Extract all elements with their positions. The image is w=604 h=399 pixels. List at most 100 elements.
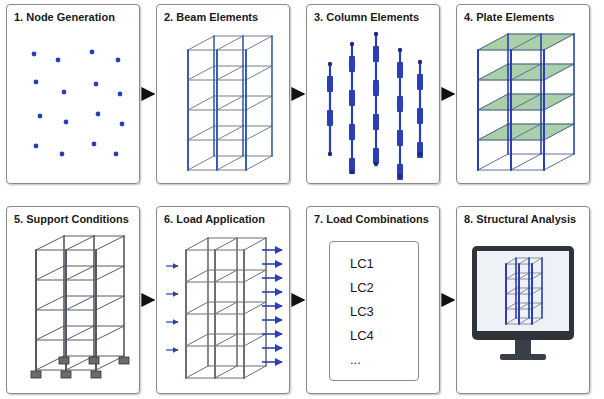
drawing-stroke bbox=[186, 302, 208, 314]
node-dot bbox=[398, 174, 402, 178]
drawing-stroke bbox=[215, 270, 237, 282]
drawing-stroke bbox=[96, 266, 124, 280]
column-segment bbox=[417, 142, 423, 158]
node-dot bbox=[62, 90, 67, 95]
floor-slab bbox=[478, 94, 574, 110]
drawing-stroke bbox=[217, 96, 243, 110]
node-dot bbox=[96, 112, 101, 117]
drawing-stroke bbox=[36, 296, 64, 310]
drawing-stroke bbox=[244, 302, 266, 314]
node-dot bbox=[118, 92, 123, 97]
step-panel: 4. Plate Elements bbox=[456, 4, 590, 184]
monitor-body bbox=[472, 246, 574, 340]
floor-slab bbox=[478, 124, 574, 140]
drawing-stroke bbox=[207, 238, 209, 366]
node-dot bbox=[90, 50, 95, 55]
drawing-stroke bbox=[511, 94, 541, 110]
node-dot bbox=[34, 80, 39, 85]
drawing-stroke bbox=[35, 250, 37, 370]
drawing-stroke bbox=[245, 50, 247, 170]
drawing-stroke bbox=[187, 50, 189, 170]
node-dot bbox=[114, 152, 119, 157]
node-dot bbox=[120, 122, 125, 127]
drawing-stroke bbox=[96, 236, 124, 250]
drawing-stroke bbox=[96, 296, 124, 310]
node-dot bbox=[38, 114, 43, 119]
node-dot bbox=[64, 120, 69, 125]
column-segment bbox=[327, 110, 333, 126]
drawing-stroke bbox=[511, 34, 541, 50]
monitor-stand bbox=[515, 340, 531, 354]
drawing-stroke bbox=[532, 258, 542, 264]
node-dot bbox=[92, 142, 97, 147]
drawing-stroke bbox=[540, 34, 542, 154]
drawing-stroke bbox=[66, 266, 94, 280]
support-block bbox=[89, 357, 99, 364]
load-combination: ... bbox=[350, 348, 418, 372]
drawing-stroke bbox=[244, 238, 266, 250]
drawing-stroke bbox=[519, 273, 529, 279]
drawing-stroke bbox=[36, 326, 64, 340]
flow-arrow bbox=[142, 93, 154, 95]
column-segment bbox=[417, 108, 423, 124]
node-dot bbox=[398, 48, 402, 52]
drawing-stroke bbox=[506, 258, 516, 264]
drawing-stroke bbox=[63, 236, 65, 356]
drawing-stroke bbox=[215, 302, 237, 314]
load-combination: LC1 bbox=[350, 252, 418, 276]
drawing-stroke bbox=[541, 258, 543, 318]
drawing-stroke bbox=[244, 366, 266, 378]
column-segment bbox=[373, 148, 379, 164]
drawing-stroke bbox=[478, 64, 508, 80]
drawing-stroke bbox=[531, 264, 533, 324]
drawing-stroke bbox=[478, 34, 508, 50]
drawing-stroke bbox=[123, 236, 125, 356]
node-dot bbox=[94, 82, 99, 87]
node-dot bbox=[374, 162, 378, 166]
drawing-stroke bbox=[271, 36, 273, 156]
drawing-stroke bbox=[506, 288, 516, 294]
step-title: 5. Support Conditions bbox=[14, 213, 129, 225]
load-arrow bbox=[166, 293, 178, 294]
node-dot bbox=[328, 62, 332, 66]
drawing-stroke bbox=[544, 124, 574, 140]
drawing-stroke bbox=[217, 156, 243, 170]
flow-arrow bbox=[292, 299, 304, 301]
step-panel: 3. Column Elements bbox=[306, 4, 440, 184]
drawing-stroke bbox=[186, 238, 208, 250]
drawing-stroke bbox=[532, 303, 542, 309]
node-dot bbox=[328, 152, 332, 156]
drawing-stroke bbox=[244, 334, 266, 346]
drawing-stroke bbox=[213, 36, 215, 156]
drawing-stroke bbox=[544, 34, 574, 50]
node-dot bbox=[60, 152, 65, 157]
drawing-stroke bbox=[188, 36, 214, 50]
drawing-stroke bbox=[188, 156, 214, 170]
drawing-stroke bbox=[217, 66, 243, 80]
combination-list-box: LC1LC2LC3LC4... bbox=[329, 241, 419, 381]
support-block bbox=[91, 371, 101, 378]
monitor-screen bbox=[477, 251, 569, 331]
step-panel: 8. Structural Analysis bbox=[456, 206, 590, 394]
drawing-stroke bbox=[215, 334, 237, 346]
flow-arrow bbox=[442, 93, 454, 95]
support-block bbox=[31, 371, 41, 378]
column-segment bbox=[397, 130, 403, 146]
drawing-stroke bbox=[93, 236, 95, 356]
column-segment bbox=[349, 124, 355, 140]
column-segment bbox=[417, 74, 423, 90]
drawing-stroke bbox=[214, 250, 216, 378]
load-arrow bbox=[262, 249, 282, 251]
column-segment bbox=[349, 90, 355, 106]
column-segment bbox=[373, 80, 379, 96]
drawing-stroke bbox=[66, 326, 94, 340]
drawing-stroke bbox=[217, 36, 243, 50]
drawing-stroke bbox=[511, 64, 541, 80]
flow-arrow bbox=[142, 299, 154, 301]
load-arrow bbox=[262, 347, 282, 349]
drawing-stroke bbox=[511, 124, 541, 140]
monitor-base bbox=[500, 354, 546, 360]
floor-slab bbox=[478, 64, 574, 80]
